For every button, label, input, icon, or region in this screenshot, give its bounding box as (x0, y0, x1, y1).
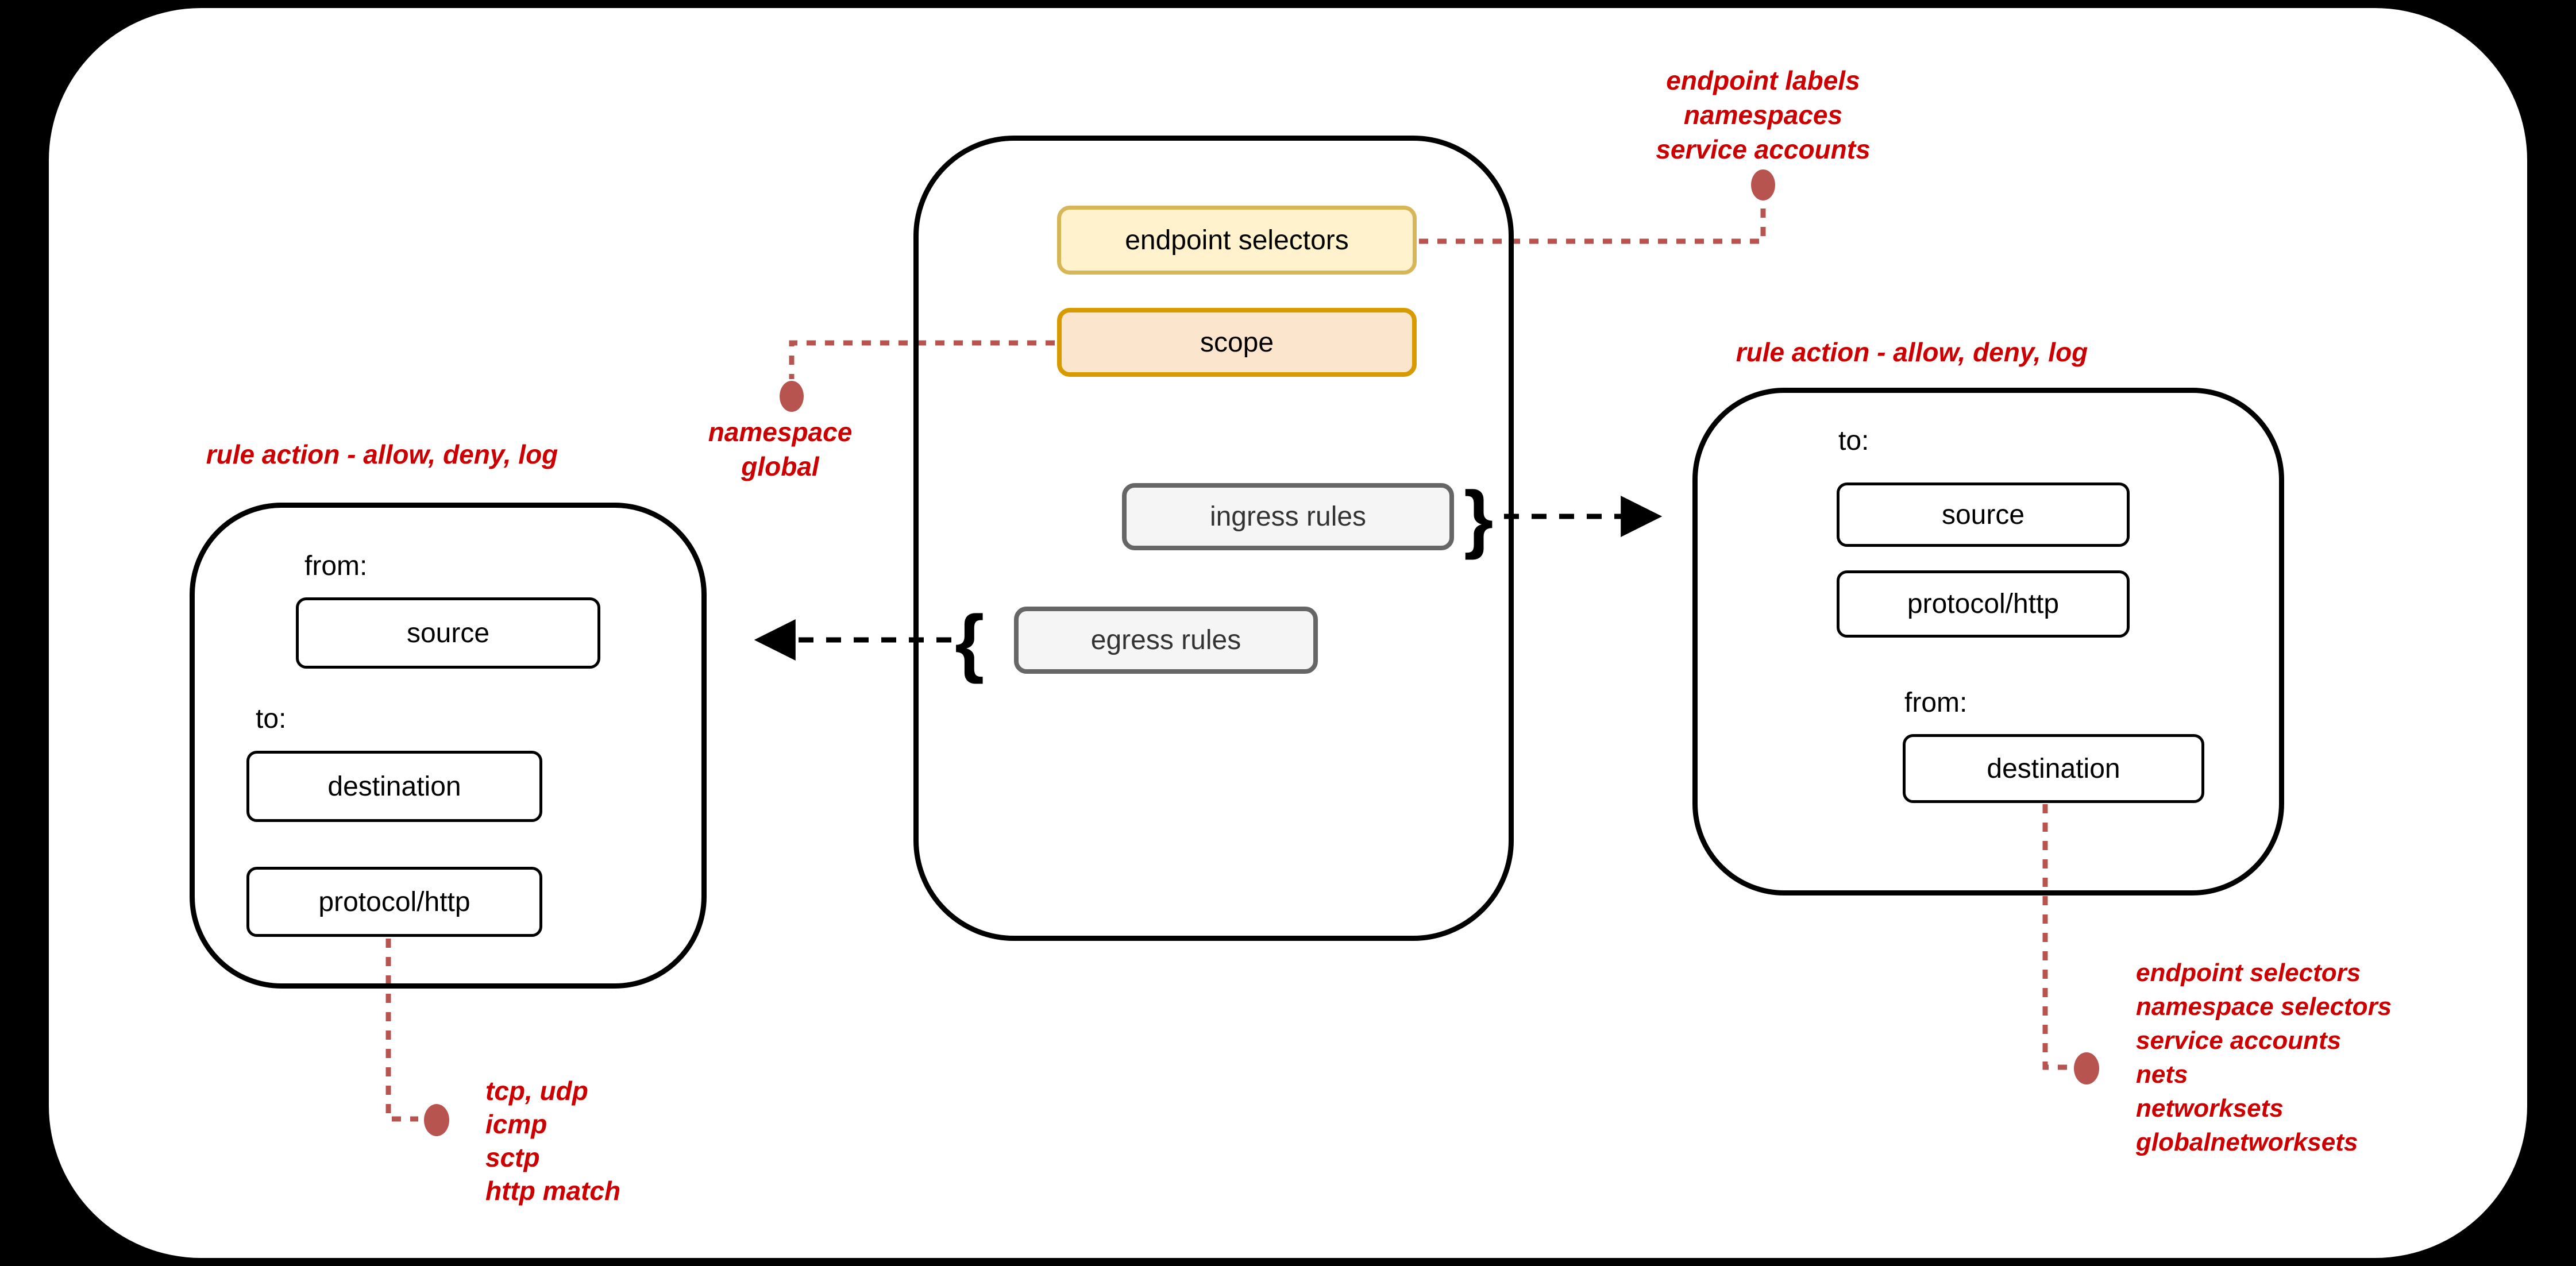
note-line: globalnetworksets (2136, 1128, 2358, 1156)
right-rule-title: rule action - allow, deny, log (1736, 337, 2088, 367)
left-destination-label: destination (327, 771, 461, 802)
note-line: nets (2136, 1060, 2188, 1089)
right-source-node: source (1837, 483, 2130, 547)
left-rule-title: rule action - allow, deny, log (206, 439, 558, 469)
left-protocol-label: protocol/http (318, 886, 471, 917)
note-line: namespaces (1683, 100, 1843, 130)
ingress-rules-node: ingress rules (1122, 483, 1454, 550)
scope-label: scope (1200, 327, 1274, 358)
egress-rules-node: egress rules (1014, 607, 1318, 674)
note-line: tcp, udp (485, 1076, 588, 1106)
right-to-label: to: (1838, 426, 1869, 456)
note-line: namespace selectors (2136, 993, 2392, 1021)
note-line: http match (485, 1176, 621, 1206)
left-protocol-node: protocol/http (246, 867, 542, 937)
protocol-note: tcp, udp icmp sctp http match (485, 1074, 620, 1207)
egress-brace: { (955, 600, 985, 684)
note-line: networksets (2136, 1094, 2284, 1122)
note-line: namespace (708, 417, 853, 447)
endpoint-selectors-label: endpoint selectors (1125, 225, 1349, 256)
note-line: global (741, 451, 819, 481)
left-destination-node: destination (246, 751, 542, 822)
ingress-brace: } (1464, 476, 1494, 560)
scope-note: namespace global (708, 415, 853, 484)
note-line: icmp (485, 1109, 547, 1139)
destination-note: endpoint selectors namespace selectors s… (2136, 956, 2392, 1159)
left-source-node: source (296, 597, 600, 669)
right-source-label: source (1941, 499, 2025, 530)
ingress-rules-label: ingress rules (1209, 501, 1367, 532)
policy-container (913, 136, 1514, 941)
endpoint-selectors-note: endpoint labels namespaces service accou… (1656, 63, 1870, 167)
note-line: service accounts (2136, 1026, 2342, 1055)
right-destination-node: destination (1903, 734, 2204, 803)
right-from-label: from: (1904, 688, 1968, 718)
right-protocol-node: protocol/http (1837, 570, 2130, 638)
note-line: service accounts (1656, 134, 1871, 164)
note-line: endpoint labels (1666, 65, 1860, 95)
note-line: sctp (485, 1143, 540, 1172)
egress-rules-label: egress rules (1090, 625, 1241, 655)
scope-node: scope (1057, 308, 1417, 377)
ingress-rule-box (1692, 388, 2284, 896)
note-line: endpoint selectors (2136, 959, 2361, 987)
endpoint-selectors-node: endpoint selectors (1057, 206, 1417, 275)
right-destination-label: destination (1987, 753, 2120, 784)
left-source-label: source (406, 617, 490, 649)
egress-rule-box (190, 503, 707, 989)
right-protocol-label: protocol/http (1907, 589, 2060, 619)
left-to-label: to: (256, 704, 287, 734)
left-from-label: from: (304, 551, 368, 581)
